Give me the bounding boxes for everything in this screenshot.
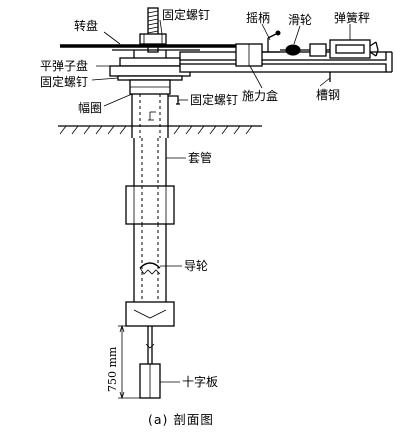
- vane-rod: [145, 326, 155, 364]
- label-pulley: 滑轮: [288, 13, 312, 27]
- pulley: [280, 44, 310, 56]
- leader-turntable: [103, 31, 121, 45]
- label-right-fixing-screw: 固定螺钉: [190, 92, 238, 107]
- label-force-box: 施力盒: [242, 88, 278, 103]
- level-plate: [109, 50, 191, 77]
- top-fixing-screw: [139, 33, 167, 45]
- leader-channel: [319, 77, 331, 87]
- leader-top-screw: [159, 19, 163, 35]
- label-level-plate: 平弹子盘: [40, 58, 88, 73]
- leader-force-box: [249, 65, 263, 89]
- collar: [129, 79, 171, 95]
- label-guide-wheel: 导轮: [184, 259, 208, 273]
- right-fixing-screw: [168, 95, 180, 105]
- ground-surface: [58, 125, 262, 135]
- label-turntable: 转盘: [74, 18, 98, 33]
- label-top-fixing-screw: 固定螺钉: [162, 7, 210, 22]
- casing-pipe: [125, 138, 175, 302]
- label-spring-scale: 弹簧秤: [334, 10, 370, 25]
- label-left-fixing-screw: 固定螺钉: [40, 74, 88, 89]
- figure-caption: (a) 剖面图: [148, 412, 214, 427]
- label-casing: 套管: [188, 150, 212, 165]
- leader-pulley: [293, 25, 301, 45]
- label-collar: 幅圈: [78, 100, 102, 115]
- label-cross-plate: 十字板: [182, 374, 218, 389]
- turntable: [60, 44, 250, 51]
- force-box: [235, 43, 263, 67]
- lower-coupling: [125, 301, 175, 327]
- dimension-label: 750 mm: [106, 346, 119, 392]
- guide-wheel: [139, 262, 161, 275]
- dimension-750: [118, 324, 140, 400]
- upper-pipe: [131, 94, 169, 138]
- label-channel-steel: 槽钢: [316, 88, 340, 102]
- leader-crank: [261, 23, 271, 41]
- crank: [262, 30, 281, 53]
- label-crank: 摇柄: [246, 11, 270, 25]
- leader-left-screw: [91, 77, 119, 81]
- cross-plate: [139, 363, 161, 399]
- spring-scale: [309, 39, 379, 59]
- channel-steel-beam: [179, 51, 393, 82]
- leader-collar: [103, 93, 133, 107]
